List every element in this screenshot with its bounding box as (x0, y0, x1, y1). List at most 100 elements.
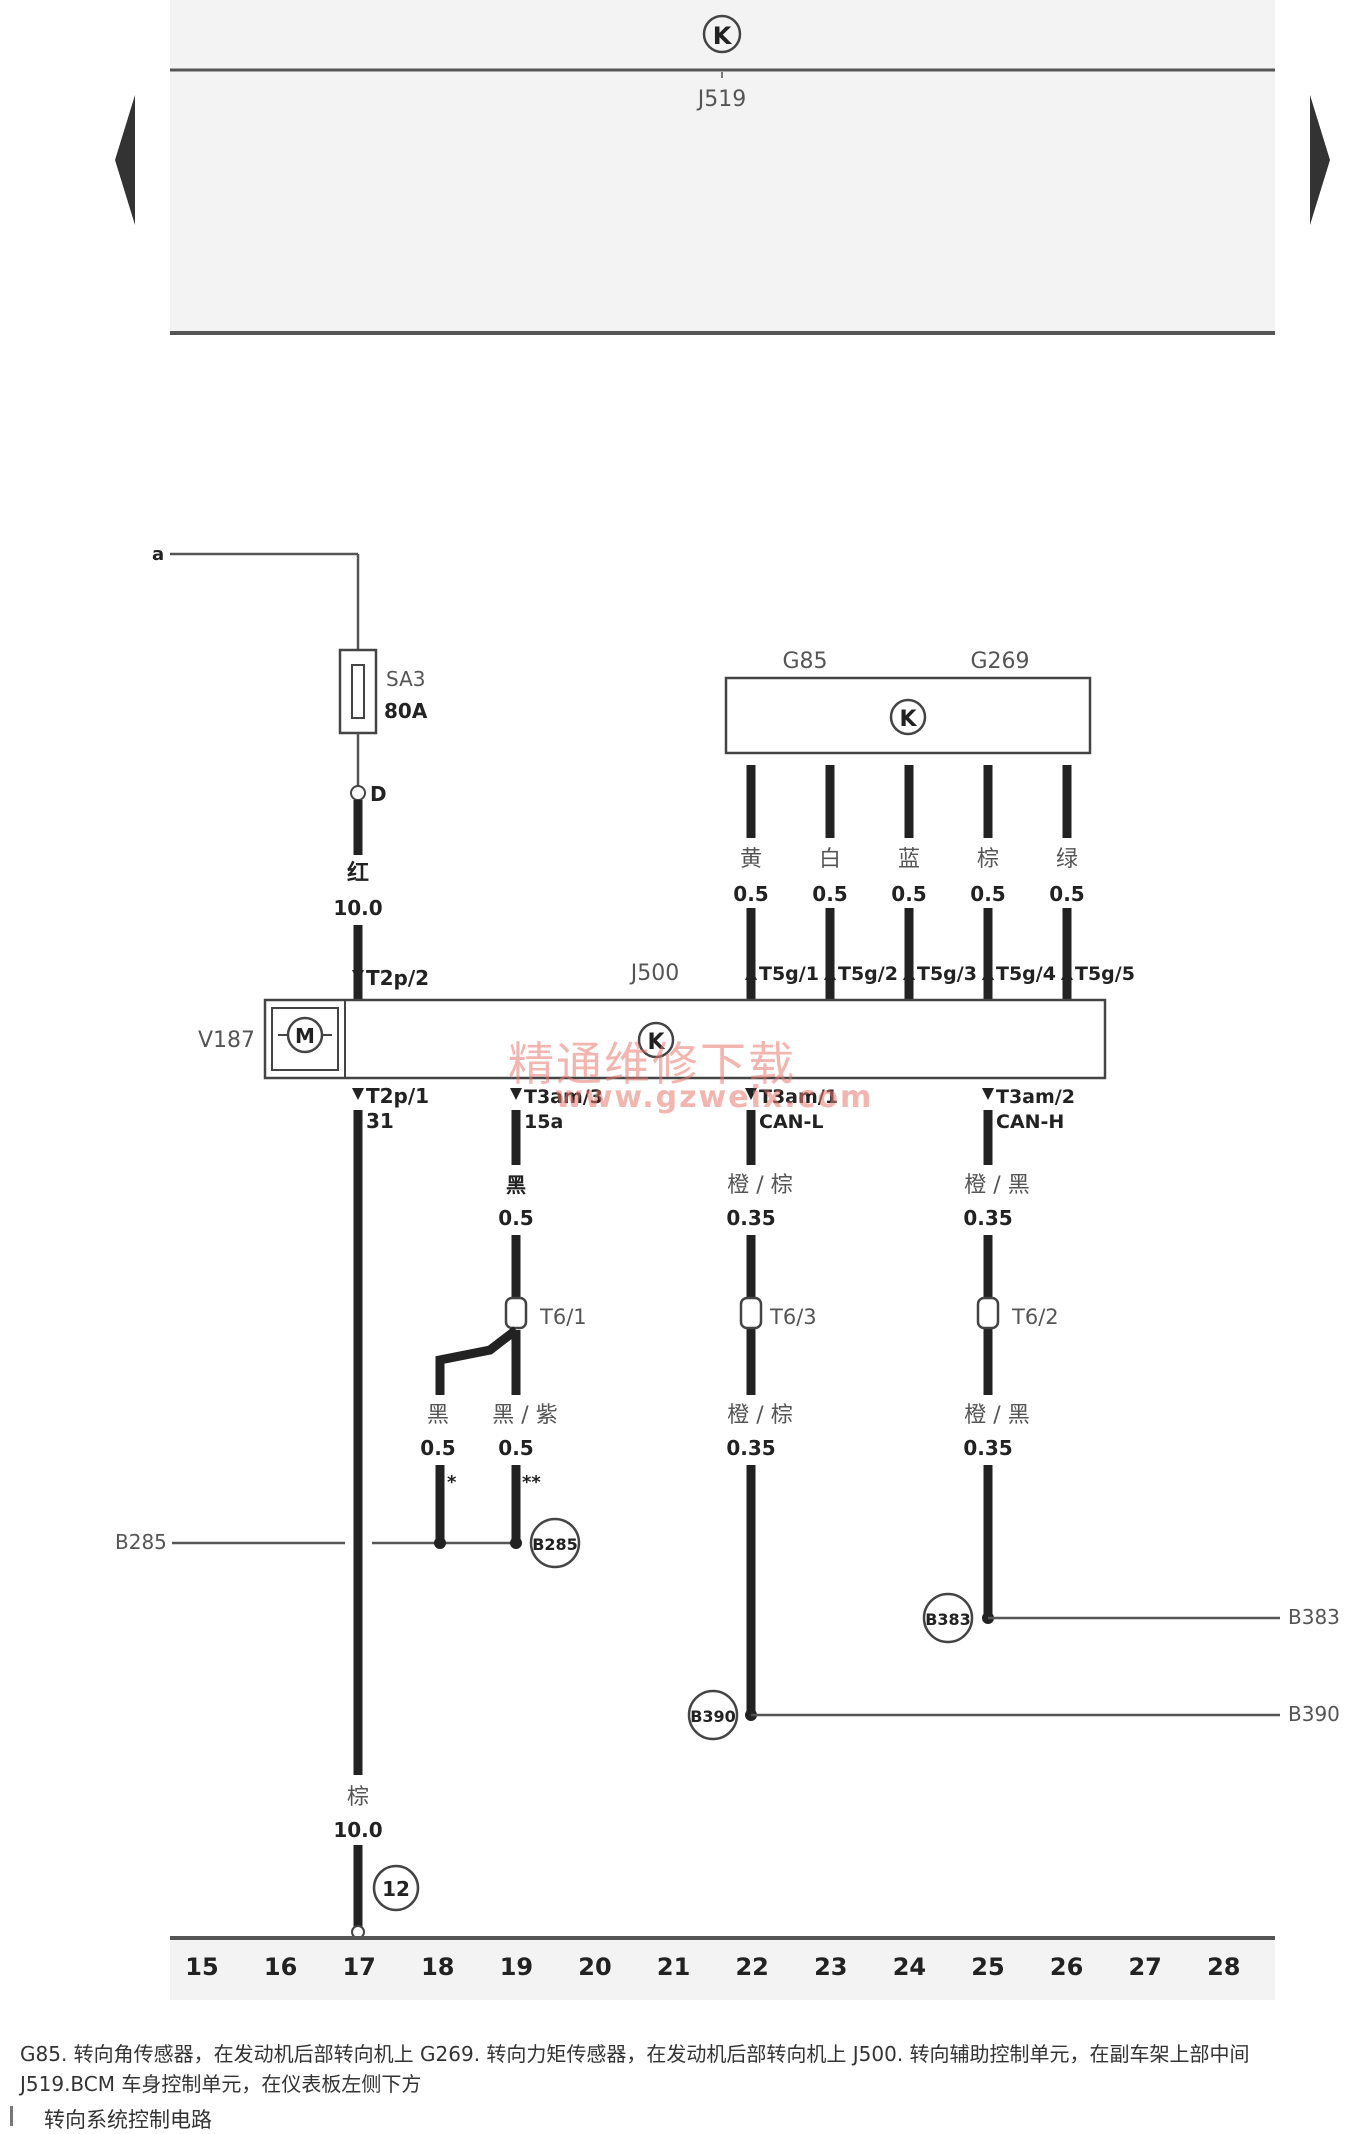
ign-wire-size: 0.5 (498, 1206, 533, 1230)
ground-wire-size: 10.0 (333, 1818, 382, 1842)
connector-t6-2 (976, 1296, 1000, 1330)
node-b390-label: B390 (690, 1707, 736, 1726)
ruler-number: 26 (1050, 1953, 1083, 1981)
ground-pin: T2p/1 (366, 1084, 429, 1108)
node-b390 (687, 1689, 739, 1741)
sensor-box (724, 676, 1092, 755)
ruler-number: 27 (1128, 1953, 1161, 1981)
connector-d: D (370, 782, 387, 806)
ruler-number: 20 (578, 1953, 611, 1981)
sensor-wire-3-color: 蓝 (898, 847, 920, 872)
ign-branch-left-size: 0.5 (420, 1436, 455, 1460)
caption-line-1: G85. 转向角传感器，在发动机后部转向机上 G269. 转向力矩传感器，在发动… (20, 2042, 1250, 2066)
sensor-wire-4: 棕 0.5 T5g/4 (962, 765, 1056, 1000)
watermark-title: 精通维修下载 (508, 1037, 796, 1091)
can-h-wire2-size: 0.35 (963, 1436, 1012, 1460)
fuse-sa3 (338, 648, 378, 735)
supply-wire-color: 红 (347, 860, 369, 886)
sensor-wire-1-color: 黄 (740, 847, 762, 872)
motor-symbol: M (295, 1024, 315, 1048)
ruler-number: 18 (421, 1953, 454, 1981)
sensor-wire-1: 黄 0.5 T5g/1 (725, 765, 819, 1000)
sensor-wire-1-pin: T5g/1 (759, 963, 819, 985)
sensor-wire-2: 白 0.5 T5g/2 (804, 765, 898, 1000)
ign-branch-right-mark: ** (522, 1472, 541, 1493)
can-l-pin: T3am/1 (759, 1086, 838, 1108)
fuse-rating: 80A (384, 699, 428, 723)
ign-wire-color: 黑 (506, 1173, 526, 1197)
can-l-wire-color: 橙 / 棕 (727, 1173, 792, 1198)
can-l-wire2-size: 0.35 (726, 1436, 775, 1460)
can-l-wire2-color: 橙 / 棕 (727, 1403, 792, 1428)
sensor-wire-2-size: 0.5 (812, 882, 847, 906)
node-b285-label: B285 (532, 1535, 578, 1554)
sensor-wire-4-pin: T5g/4 (996, 963, 1056, 985)
top-k-symbol (702, 14, 742, 54)
prev-arrow-icon[interactable] (115, 95, 135, 225)
ign-branch-left-color: 黑 (427, 1403, 449, 1428)
bottom-ruler-panel (170, 1938, 1275, 2000)
next-arrow-icon[interactable] (1310, 95, 1330, 225)
ground-point-12 (372, 1864, 420, 1912)
input-label: a (152, 544, 164, 565)
ruler-number: 24 (893, 1953, 926, 1981)
motor-label: V187 (198, 1028, 255, 1053)
ruler-number: 19 (500, 1953, 533, 1981)
can-h-wire2-color: 橙 / 黑 (964, 1403, 1029, 1428)
ign-terminal: 15a (524, 1111, 563, 1133)
sensor-wire-4-size: 0.5 (970, 882, 1005, 906)
fuse-name: SA3 (386, 667, 425, 691)
j500-unit-box (263, 998, 1107, 1080)
ruler-number: 21 (657, 1953, 690, 1981)
can-h-pin: T3am/2 (996, 1086, 1075, 1108)
sensor-wire-5-size: 0.5 (1049, 882, 1084, 906)
can-h-terminal: CAN-H (996, 1111, 1064, 1133)
sensor-wire-3-pin: T5g/3 (917, 963, 977, 985)
ign-branch-right-size: 0.5 (498, 1436, 533, 1460)
sensor-wire-5: 绿 0.5 T5g/5 (1041, 765, 1135, 1000)
node-b383 (922, 1592, 974, 1644)
ground-terminal: 31 (366, 1109, 394, 1133)
ruler-number: 25 (971, 1953, 1004, 1981)
sensor-wire-2-color: 白 (819, 847, 841, 872)
ground-wire-color: 棕 (347, 1785, 369, 1810)
top-k-letter: K (713, 22, 733, 50)
ign-connector: T6/1 (539, 1305, 587, 1329)
ign-branch-left-mark: * (447, 1472, 457, 1493)
can-h-wire-color: 橙 / 黑 (964, 1173, 1029, 1198)
supply-pin: T2p/2 (366, 966, 429, 990)
can-l-terminal: CAN-L (759, 1111, 824, 1133)
ground-point-label: 12 (382, 1877, 410, 1901)
sensor-k-symbol (889, 698, 927, 736)
node-b285 (529, 1517, 581, 1569)
ruler-number: 28 (1207, 1953, 1240, 1981)
connector-t6-3 (739, 1296, 763, 1330)
ruler-number: 17 (342, 1953, 375, 1981)
ign-pin: T3am/3 (524, 1086, 603, 1108)
sensor-wire-1-size: 0.5 (733, 882, 768, 906)
can-l-connector: T6/3 (769, 1305, 817, 1329)
main-k-letter: K (647, 1030, 665, 1055)
supply-wire-size: 10.0 (333, 896, 382, 920)
ruler-number: 16 (264, 1953, 297, 1981)
ruler-number: 22 (735, 1953, 768, 1981)
bus-b390-label: B390 (1288, 1702, 1340, 1726)
ruler-number: 15 (185, 1953, 218, 1981)
ign-branch-right-color: 黑 / 紫 (492, 1403, 557, 1428)
sensor-wire-5-color: 绿 (1056, 847, 1078, 872)
top-panel (170, 0, 1275, 335)
sensor-wire-3-size: 0.5 (891, 882, 926, 906)
can-h-wire-size: 0.35 (963, 1206, 1012, 1230)
footer-marker (10, 2106, 13, 2126)
bus-b383-label: B383 (1288, 1605, 1340, 1629)
sensor-wire-5-pin: T5g/5 (1075, 963, 1135, 985)
bus-b285-label: B285 (115, 1530, 167, 1554)
sensor-label-g85: G85 (782, 649, 827, 674)
sensor-wire-3: 蓝 0.5 T5g/3 (883, 765, 977, 1000)
sensor-label-g269: G269 (970, 649, 1029, 674)
top-unit-label: J519 (696, 87, 746, 112)
footer-title: 转向系统控制电路 (44, 2108, 212, 2132)
can-h-connector: T6/2 (1011, 1305, 1059, 1329)
